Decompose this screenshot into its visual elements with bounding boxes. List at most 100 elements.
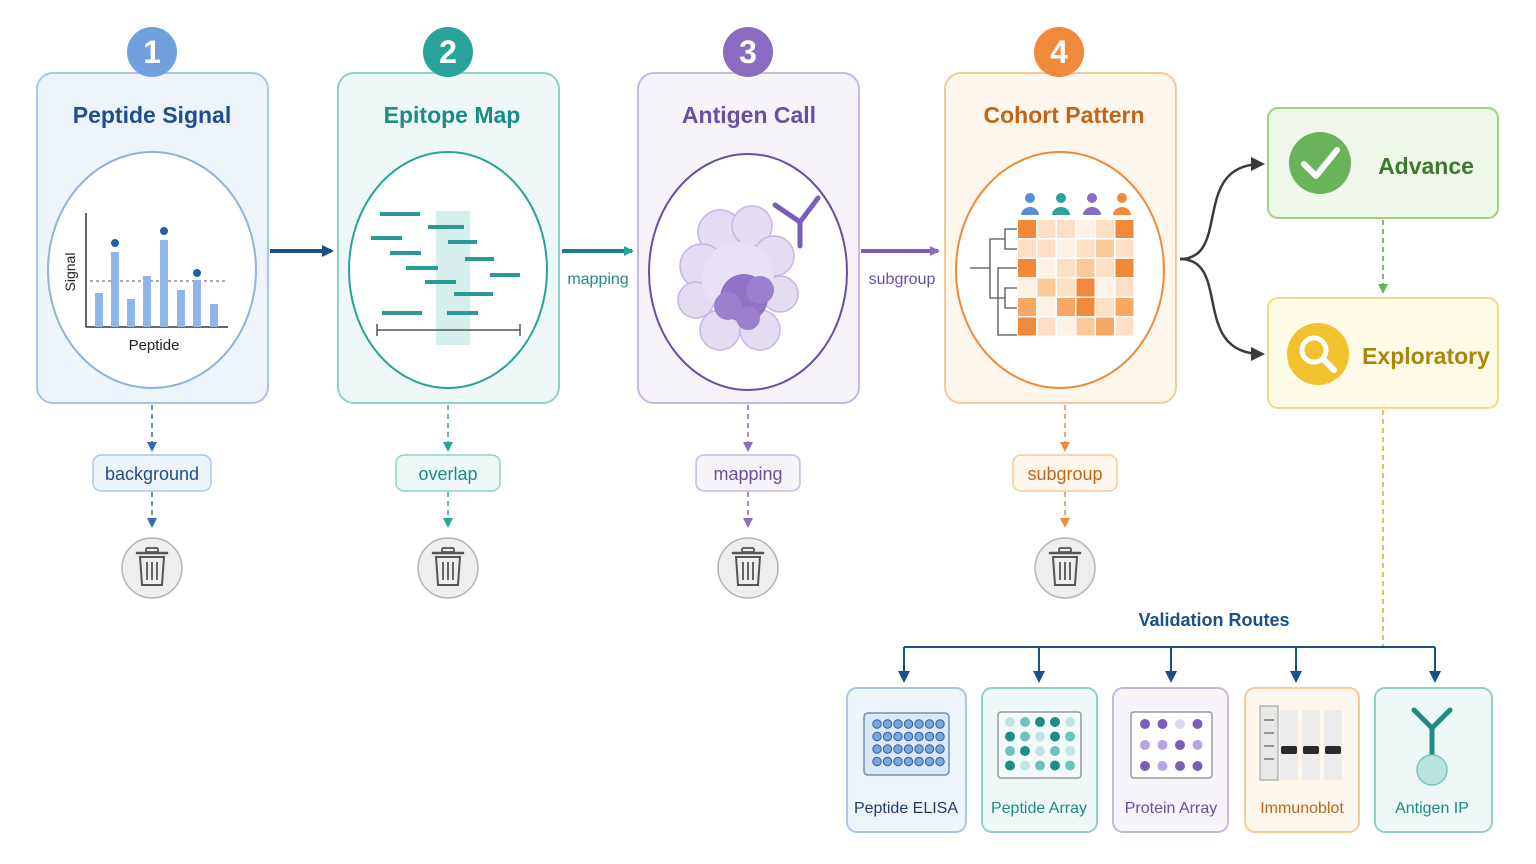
stage-1-title: Peptide Signal xyxy=(73,102,231,128)
heatmap-cell xyxy=(1018,220,1036,238)
plot-bar xyxy=(127,299,135,327)
heatmap-cell xyxy=(1096,259,1114,277)
stage-1-lens xyxy=(47,151,257,389)
array-spot xyxy=(1020,717,1030,727)
antigen-protein-illustration xyxy=(677,205,799,351)
array-spot xyxy=(1140,719,1150,729)
stage-4-badge xyxy=(1034,27,1084,77)
plot-bar xyxy=(95,293,103,327)
stage-4-cohort-pattern: 4 Cohort Pattern xyxy=(944,27,1177,404)
route-label-antigen-ip: Antigen IP xyxy=(1395,800,1469,817)
elisa-well xyxy=(924,731,935,742)
array-spot xyxy=(1005,760,1015,771)
blot-band xyxy=(1281,746,1297,754)
elisa-well xyxy=(914,756,924,767)
route-card-antigen-ip: Antigen IP xyxy=(1374,687,1493,833)
elisa-well xyxy=(924,756,935,767)
blot-band xyxy=(1303,746,1319,754)
elisa-well xyxy=(893,731,903,742)
heatmap-cell xyxy=(1096,298,1114,316)
heatmap-cell xyxy=(1057,278,1075,297)
stage-3-antigen-call: 3 Antigen Call xyxy=(637,27,860,404)
route-card-immunoblot: Immunoblot xyxy=(1244,687,1360,833)
outcome-exploratory: Exploratory xyxy=(1267,297,1499,409)
stage-1-peptide-signal: 1 Peptide Signal Signal Peptide xyxy=(36,27,269,404)
filter-chip-background xyxy=(92,454,212,492)
elisa-well xyxy=(924,719,935,729)
heatmap-cell xyxy=(1096,317,1114,336)
array-spot xyxy=(1035,731,1045,742)
array-spot xyxy=(1005,717,1015,727)
heatmap-cell xyxy=(1037,259,1056,277)
antibody-icon xyxy=(772,195,821,249)
plot-y-label: Signal xyxy=(62,253,78,292)
magnifier-handle xyxy=(1320,356,1337,373)
hit-marker xyxy=(111,239,119,247)
filter-chip-subgroup xyxy=(1012,454,1118,492)
filter-label-mapping: mapping xyxy=(713,464,782,484)
plot-x-label: Peptide xyxy=(129,337,180,354)
array-spot xyxy=(1175,740,1185,750)
filter-chain-1: background xyxy=(92,405,212,528)
stage-4-number: 4 xyxy=(1050,34,1068,70)
elisa-well xyxy=(924,744,935,754)
heatmap-cell xyxy=(1076,317,1095,336)
blot-band xyxy=(1325,746,1341,754)
array-spot xyxy=(1005,731,1015,742)
trash-icon xyxy=(121,537,183,599)
elisa-well xyxy=(882,744,893,754)
array-spot xyxy=(1050,746,1060,756)
elisa-well xyxy=(914,719,924,729)
array-spot xyxy=(1175,719,1185,729)
heatmap-cell xyxy=(1018,239,1036,258)
hit-marker xyxy=(160,227,168,235)
route-card-protein-array: Protein Array xyxy=(1112,687,1229,833)
plot-bar xyxy=(160,240,168,327)
heatmap-cell xyxy=(1076,259,1095,277)
heatmap-cell xyxy=(1057,220,1075,238)
trash-icon xyxy=(717,537,779,599)
array-spot xyxy=(1020,731,1030,742)
dendrogram xyxy=(970,228,1017,336)
stage-3-badge xyxy=(723,27,773,77)
stage-2-badge xyxy=(423,27,473,77)
connector-label-subgroup: subgroup xyxy=(869,271,936,288)
person-icon xyxy=(1025,193,1035,203)
peptide-array-icon xyxy=(997,711,1082,779)
elisa-well xyxy=(914,731,924,742)
elisa-well xyxy=(882,731,893,742)
checkmark-glyph xyxy=(1301,147,1340,179)
route-card-peptide-elisa: Peptide ELISA xyxy=(846,687,967,833)
filter-label-background: background xyxy=(105,464,199,484)
route-label-peptide-array: Peptide Array xyxy=(991,800,1087,817)
array-spot xyxy=(1035,746,1045,756)
route-arrows xyxy=(898,647,1441,683)
array-spot xyxy=(1065,746,1075,756)
exploratory-label: Exploratory xyxy=(1362,343,1490,369)
heatmap-cell xyxy=(1115,278,1134,297)
plot-bar xyxy=(193,280,201,327)
heatmap-cell xyxy=(1115,239,1134,258)
stage-2-epitope-map: 2 Epitope Map xyxy=(337,27,560,404)
array-spot xyxy=(1157,740,1168,750)
array-spot xyxy=(1065,731,1075,742)
array-spot xyxy=(1140,761,1150,771)
heatmap-cell xyxy=(1018,259,1036,277)
heatmap-cell xyxy=(1115,298,1134,316)
elisa-well xyxy=(872,731,882,742)
elisa-well xyxy=(893,756,903,767)
array-spot xyxy=(1005,746,1015,756)
elisa-well xyxy=(903,731,914,742)
array-spot xyxy=(1065,717,1075,727)
heatmap-cell xyxy=(1018,278,1036,297)
filter-chain-2: overlap xyxy=(395,405,501,528)
heatmap-cell xyxy=(1096,239,1114,258)
heatmap-cell xyxy=(1076,220,1095,238)
main-flow-arrows: mapping subgroup xyxy=(270,157,1265,361)
checkmark-icon xyxy=(1289,132,1351,194)
heatmap-cell xyxy=(1115,317,1134,336)
elisa-well xyxy=(872,744,882,754)
array-spot xyxy=(1050,760,1060,771)
heatmap-cell xyxy=(1018,317,1036,336)
person-icon xyxy=(1087,193,1097,203)
